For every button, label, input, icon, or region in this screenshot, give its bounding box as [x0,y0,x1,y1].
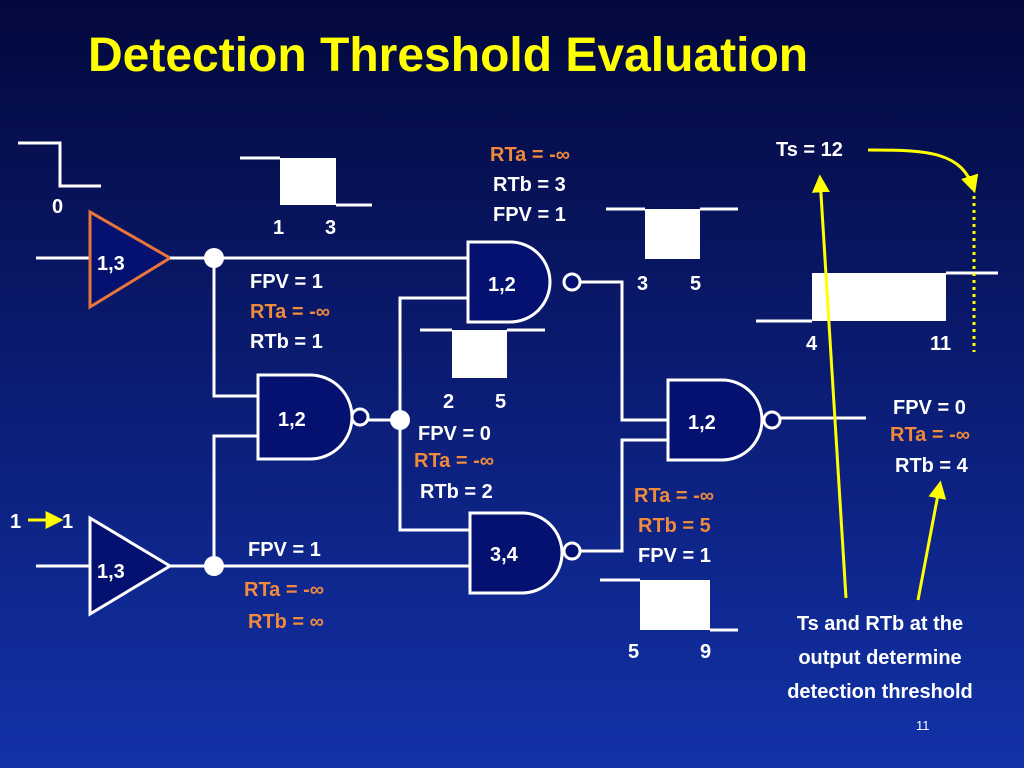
wire-g2-branch-down [398,420,470,532]
g2-out-rta: RTa = -∞ [414,450,494,472]
ts-label: Ts = 12 [776,139,843,161]
gate-1-bubble [562,272,582,292]
wire-top-branch-down [212,258,258,398]
pulse-mid-end: 5 [495,391,506,413]
g1-out-fpv: FPV = 1 [493,204,566,226]
input-top-value: 0 [52,196,63,218]
ts-arrow [867,148,979,194]
fanout-dot-middle [390,410,410,430]
input-bottom-from: 1 [10,511,21,533]
g2-out-rtb: RTb = 2 [420,481,493,503]
branch-top-rta: RTa = -∞ [250,301,330,323]
gate-2-bubble [350,407,370,427]
branch-bottom-rta: RTa = -∞ [244,579,324,601]
gate-3 [468,511,564,595]
g2-out-fpv: FPV = 0 [418,423,491,445]
branch-top-rtb: RTb = 1 [250,331,323,353]
wire-bottom-branch-up [212,434,258,566]
gate-1 [466,240,552,324]
note-arrow-rtb [916,480,947,601]
pulse-mid [452,330,507,378]
pulse-g3-end: 9 [700,641,711,663]
pulse-mid-start: 2 [443,391,454,413]
input-bottom-to: 1 [62,511,73,533]
note-arrow-ts [811,174,848,599]
note-line-2: output determine [798,647,961,669]
output-fpv: FPV = 0 [893,397,966,419]
g3-out-rta: RTa = -∞ [634,485,714,507]
fanout-dot-top [204,248,224,268]
pulse-top [280,158,336,205]
pulse-g1 [645,209,700,259]
fanout-dot-bottom [204,556,224,576]
slide-number: 11 [916,718,930,733]
buffer-bottom [88,515,173,617]
output-rta: RTa = -∞ [890,424,970,446]
buffer-top [88,209,173,310]
gate-4-label: 1,2 [688,412,716,434]
pulse-out [812,273,946,321]
note-line-3: detection threshold [787,681,973,703]
gate-4 [666,378,764,462]
wire-g1-out [580,280,668,422]
branch-bottom-fpv: FPV = 1 [248,539,321,561]
g1-out-rtb: RTb = 3 [493,174,566,196]
output-rtb: RTb = 4 [895,455,969,477]
note-line-1: Ts and RTb at the [797,613,963,635]
buffer-bottom-label: 1,3 [97,561,125,583]
pulse-top-start: 1 [273,217,284,239]
g3-out-fpv: FPV = 1 [638,545,711,567]
pulse-top-baseline [240,156,372,207]
branch-bottom-rtb: RTb = ∞ [248,611,324,633]
pulse-top-end: 3 [325,217,336,239]
pulse-out-start: 4 [806,333,818,355]
branch-top-fpv: FPV = 1 [250,271,323,293]
gate-3-bubble [562,541,582,561]
wire-g1-in2 [398,296,468,420]
slide-title: Detection Threshold Evaluation [88,29,809,82]
pulse-g1-end: 5 [690,273,701,295]
g1-out-rta: RTa = -∞ [490,144,570,166]
gate-2-label: 1,2 [278,409,306,431]
g3-out-rtb: RTb = 5 [638,515,711,537]
gate-1-label: 1,2 [488,274,516,296]
input-step-waveform [18,141,101,188]
wire-g3-out [580,438,668,553]
pulse-g1-start: 3 [637,273,648,295]
pulse-out-end: 11 [930,333,951,355]
gate-3-label: 3,4 [490,544,519,566]
buffer-top-label: 1,3 [97,253,125,275]
pulse-g3-start: 5 [628,641,639,663]
pulse-g3 [640,580,710,630]
pulse-out-baseline [756,271,998,323]
pulse-g3-baseline [600,578,738,632]
gate-4-bubble [762,410,782,430]
